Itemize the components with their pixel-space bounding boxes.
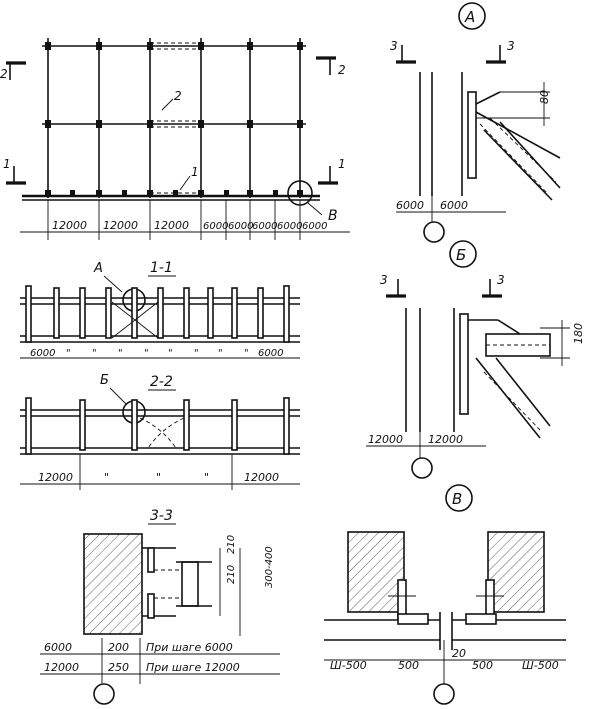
detail-a: А 3 3 80 6000 6000 bbox=[390, 2, 561, 243]
detail-v-title: В bbox=[452, 490, 462, 508]
plan-span-labels: 12000 12000 12000 6000 6000 6000 6000 60… bbox=[52, 219, 327, 232]
svg-text:При шаге 6000: При шаге 6000 bbox=[146, 641, 233, 654]
plan-column-markers bbox=[45, 42, 303, 197]
plan-member-label-2: 2 bbox=[174, 89, 182, 103]
detail-b-title: Б bbox=[456, 246, 466, 264]
plan-column-lines bbox=[47, 38, 301, 198]
svg-text:": " bbox=[104, 471, 109, 484]
plan-bracing bbox=[150, 42, 201, 194]
svg-text:300-400: 300-400 bbox=[264, 546, 275, 588]
svg-text:6000: 6000 bbox=[258, 348, 283, 359]
svg-text:1: 1 bbox=[3, 157, 11, 171]
svg-text:210: 210 bbox=[226, 535, 237, 554]
svg-text:": " bbox=[66, 348, 71, 359]
svg-text:6000: 6000 bbox=[228, 221, 253, 232]
svg-text:500: 500 bbox=[398, 659, 419, 672]
svg-text:": " bbox=[244, 348, 249, 359]
svg-text:2: 2 bbox=[338, 63, 346, 77]
section-2-2: 2-2 Б 12000 " " " 12000 bbox=[20, 373, 300, 490]
detail-a-title: А bbox=[464, 8, 475, 26]
svg-text:": " bbox=[168, 348, 173, 359]
plan-view: В 2 1 2 2 1 1 12000 12000 12000 6000 600… bbox=[0, 38, 350, 240]
svg-text:80: 80 bbox=[538, 90, 551, 104]
svg-text:6000: 6000 bbox=[440, 199, 468, 212]
svg-text:210: 210 bbox=[226, 565, 237, 584]
svg-text:200: 200 bbox=[108, 641, 129, 654]
svg-text:При шаге 12000: При шаге 12000 bbox=[146, 661, 240, 674]
svg-text:12000: 12000 bbox=[428, 433, 463, 446]
svg-text:3: 3 bbox=[380, 273, 388, 287]
svg-text:Б: Б bbox=[100, 373, 109, 388]
svg-text:12000: 12000 bbox=[44, 661, 79, 674]
svg-text:12000: 12000 bbox=[154, 219, 189, 232]
svg-text:12000: 12000 bbox=[244, 471, 279, 484]
svg-text:12000: 12000 bbox=[52, 219, 87, 232]
svg-text:Ш-500: Ш-500 bbox=[330, 659, 367, 672]
svg-text:А: А bbox=[93, 261, 103, 276]
plan-member-label-1: 1 bbox=[191, 165, 199, 179]
section-1-1-title: 1-1 bbox=[150, 260, 173, 276]
svg-text:6000: 6000 bbox=[252, 221, 277, 232]
svg-text:Ш-500: Ш-500 bbox=[522, 659, 559, 672]
svg-text:12000: 12000 bbox=[368, 433, 403, 446]
section-2-2-posts bbox=[25, 397, 290, 455]
section-2-2-title: 2-2 bbox=[150, 374, 173, 390]
svg-text:12000: 12000 bbox=[103, 219, 138, 232]
svg-text:3: 3 bbox=[497, 273, 505, 287]
section-1-1-posts bbox=[25, 285, 290, 343]
section-1-1: 1-1 А 6000 " " bbox=[20, 260, 300, 359]
svg-text:": " bbox=[218, 348, 223, 359]
plan-section-marks: 2 2 1 1 bbox=[0, 56, 346, 185]
svg-text:250: 250 bbox=[108, 661, 129, 674]
svg-text:500: 500 bbox=[472, 659, 493, 672]
svg-text:6000: 6000 bbox=[277, 221, 302, 232]
plan-row-lines bbox=[22, 45, 320, 201]
svg-text:": " bbox=[144, 348, 149, 359]
svg-text:": " bbox=[118, 348, 123, 359]
svg-text:": " bbox=[194, 348, 199, 359]
svg-text:6000: 6000 bbox=[302, 221, 327, 232]
svg-text:": " bbox=[204, 471, 209, 484]
detail-v: В Ш-500 500 20 500 Ш-500 bbox=[324, 484, 566, 705]
svg-text:2: 2 bbox=[0, 67, 8, 81]
section-1-1-spans: 6000 " " " " " " " " 6000 bbox=[30, 348, 283, 359]
svg-text:20: 20 bbox=[452, 647, 466, 660]
svg-text:6000: 6000 bbox=[396, 199, 424, 212]
svg-text:1: 1 bbox=[338, 157, 346, 171]
svg-text:6000: 6000 bbox=[44, 641, 72, 654]
section-3-3-title: 3-3 bbox=[150, 508, 173, 524]
svg-text:6000: 6000 bbox=[30, 348, 55, 359]
svg-text:12000: 12000 bbox=[38, 471, 73, 484]
plan-callout-label: В bbox=[328, 208, 338, 224]
section-3-3: 3-3 210 210 300-400 6000 200 При шаге 60… bbox=[40, 508, 280, 705]
svg-text:": " bbox=[156, 471, 161, 484]
svg-text:180: 180 bbox=[572, 323, 585, 344]
section-2-2-spans: 12000 " " " 12000 bbox=[38, 471, 279, 484]
svg-text:3: 3 bbox=[507, 39, 515, 53]
svg-text:": " bbox=[92, 348, 97, 359]
detail-b: Б 3 3 180 12000 12000 bbox=[366, 240, 585, 479]
svg-text:3: 3 bbox=[390, 39, 398, 53]
svg-text:6000: 6000 bbox=[203, 221, 228, 232]
